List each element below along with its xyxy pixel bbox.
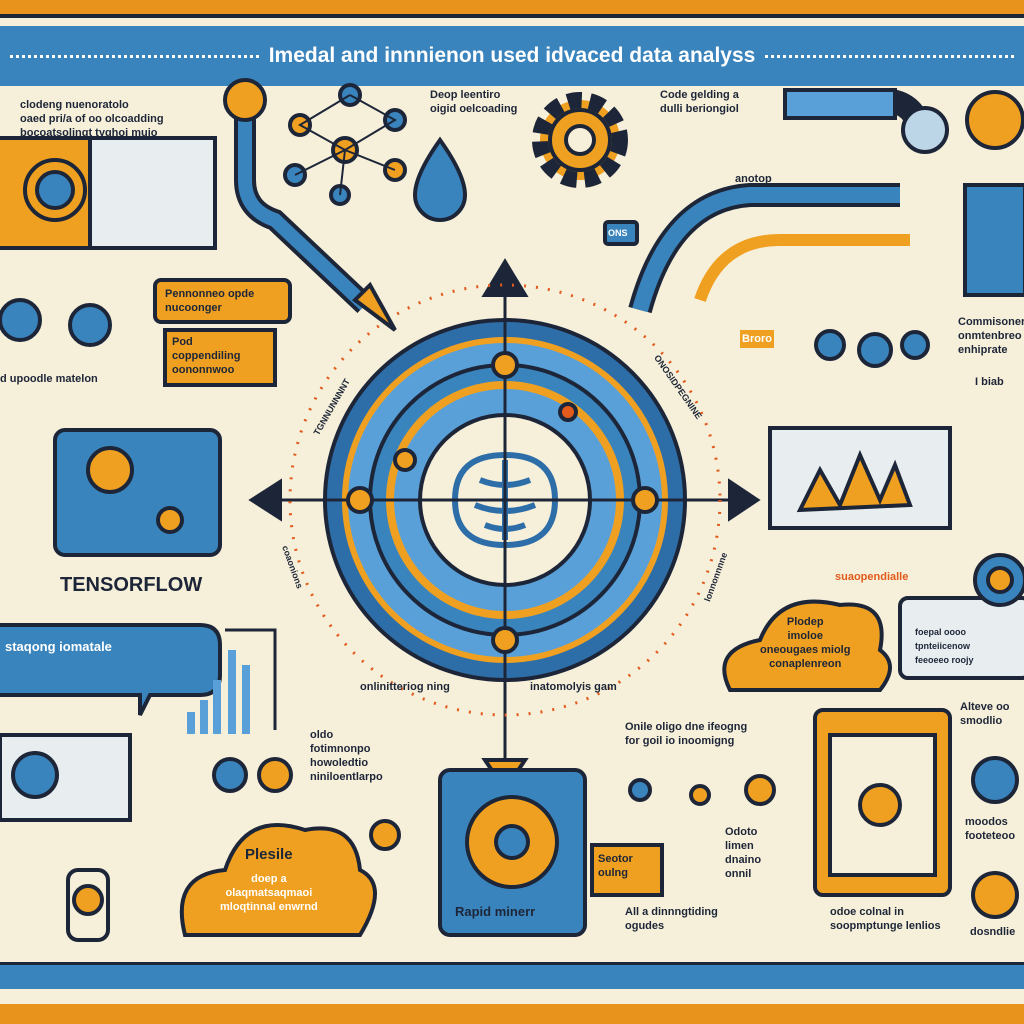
rapid-miner-label: Rapid minerr [455,904,536,919]
tag: Broro [740,330,774,348]
label: Commisoner onmtenbreo enhiprate [958,316,1024,356]
bottom-border-orange [0,1004,1024,1024]
label: ONS [608,228,628,238]
label: onlinitteriog ning [360,681,450,693]
label: dosndlie [970,926,1016,938]
label: Pennonneo opde nucoonger [165,288,255,314]
top-border [0,0,1024,18]
bottom-border [0,962,1024,989]
label: Plodep imoloe oneougaes miolg conaplenre… [760,616,851,670]
label: doep a olaqmatsaqmaoi mloqtinnal enwrnd [220,873,318,913]
label: anotop [735,173,772,185]
label: suaopendialle [835,571,909,583]
arrow-up-icon [481,258,529,297]
label: Code gelding a dulli beriongiol [660,89,739,115]
label: d upoodle matelon [0,373,98,385]
arrow-right-icon [728,478,761,522]
label: Seotor oulng [598,853,633,879]
lightbulb-icon [369,819,401,851]
page-title: Imedal and innnienon used idvaced data a… [268,44,756,67]
label: inatomolyis gam [530,681,617,693]
network-icon [283,83,407,206]
label: Onile oligo dne ifeogng for goil io inoo… [625,721,748,747]
label: staqong iomatale [5,639,112,654]
tensorflow-label: TENSORFLOW [60,574,203,596]
divider [765,54,1015,58]
label: Alteve oo smodlio [960,701,1010,727]
arrow-left-icon [248,478,282,522]
lightbulb-panel [53,428,222,557]
label: Deop leentiro oigid oelcoading [430,89,518,115]
label: odoe colnal in soopmptunge lenlios [830,906,941,932]
gear-icon [532,92,628,188]
water-drop-icon [412,136,468,222]
bar-chart-icon [187,650,250,734]
label: moodos footeteoo [965,816,1016,842]
label: I biab [975,376,1004,388]
label: Odoto limen dnaino onnil [725,826,762,880]
label: foepal oooo tpnteiicenow feeoeeo roojy [915,627,974,665]
cloud-icon [179,823,377,937]
lightbulb-icon [86,446,134,494]
label: clodeng nuenoratolo oaed pri/a of oo olc… [20,99,164,139]
label: Pod coppendiling oononnwoo [172,336,241,376]
title-banner: Imedal and innnienon used idvaced data a… [0,26,1024,86]
cloud-icon [722,599,892,692]
label: oldo fotimnonpo howoledtio niniloentlarp… [310,729,383,783]
divider [10,54,259,58]
label: All a dinnngtiding ogudes [625,906,718,932]
label: Plesile [245,846,293,863]
